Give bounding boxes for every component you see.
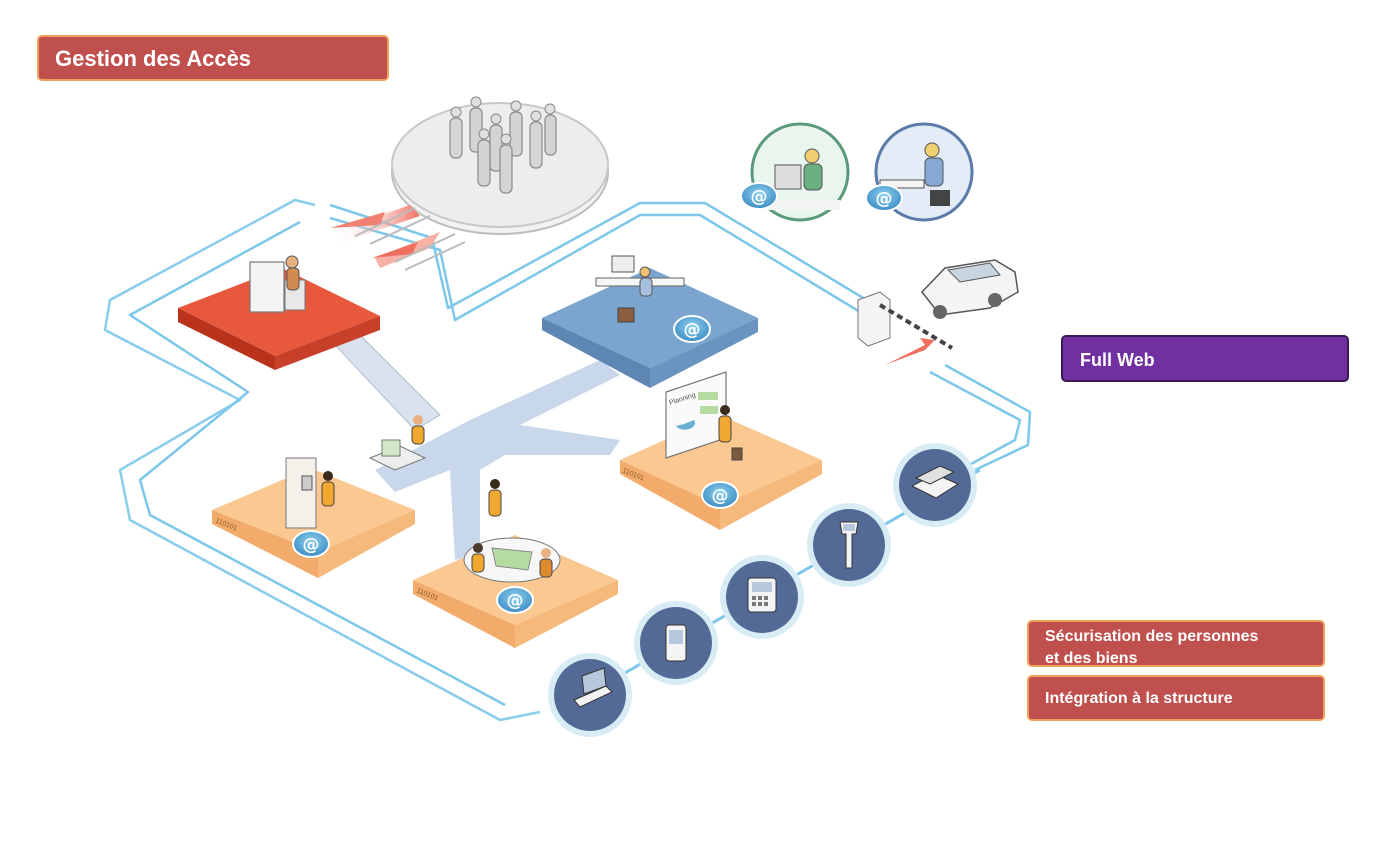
orange-platform-right — [620, 371, 822, 530]
phone-icon — [893, 443, 977, 527]
securisation-line-2: et des biens — [1045, 650, 1138, 667]
orange-platform-left — [212, 457, 415, 578]
svg-text:@: @ — [303, 535, 320, 555]
parking-barrier — [857, 291, 954, 365]
at-badge-office: @ — [673, 315, 711, 343]
kiosk-icon — [807, 503, 891, 587]
svg-text:@: @ — [684, 320, 701, 340]
security-station-platform — [178, 255, 380, 370]
svg-text:@: @ — [751, 187, 768, 207]
at-badge-left: @ — [292, 530, 330, 558]
car-icon — [921, 259, 1019, 319]
at-badge-center: @ — [496, 586, 534, 614]
at-badge-right: @ — [701, 481, 739, 509]
pda-icon — [634, 601, 718, 685]
svg-text:@: @ — [876, 189, 893, 209]
office-blue-platform — [542, 255, 758, 388]
device-circles — [548, 443, 977, 737]
crowd-platform — [391, 96, 609, 235]
svg-text:@: @ — [507, 591, 524, 611]
entrance-arrows — [330, 205, 466, 271]
securisation-badge: Sécurisation des personnes et des biens — [1027, 620, 1325, 667]
at-badges: @ @ @ @ @ @ — [292, 182, 903, 614]
full-web-badge: Full Web — [1061, 335, 1349, 382]
at-badge-blue: @ — [865, 184, 903, 212]
at-badge-green: @ — [740, 182, 778, 210]
securisation-line-1: Sécurisation des personnes — [1045, 628, 1259, 645]
orange-platform-center — [413, 479, 618, 648]
network-loop — [103, 198, 1032, 722]
laptop-icon — [548, 653, 632, 737]
page-title: Gestion des Accès — [37, 35, 389, 81]
delivery-cart — [368, 415, 427, 471]
integration-badge: Intégration à la structure — [1027, 675, 1325, 721]
access-terminal-icon — [720, 555, 804, 639]
svg-text:@: @ — [712, 486, 729, 506]
